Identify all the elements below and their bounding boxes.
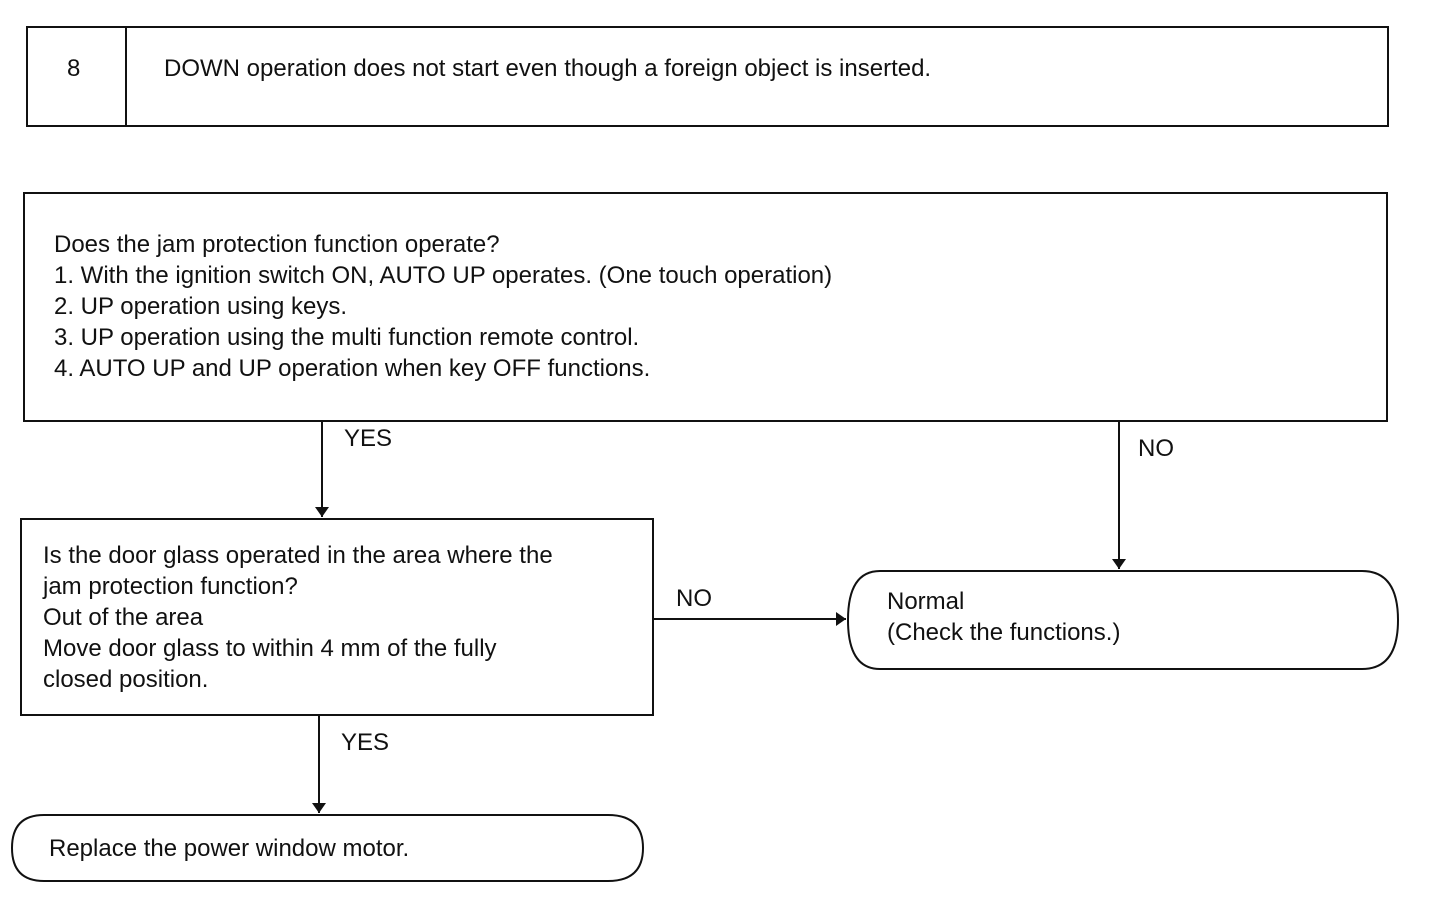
question2-line: Out of the area bbox=[43, 604, 204, 631]
normal-result-line: (Check the functions.) bbox=[887, 619, 1121, 646]
question1-text: Does the jam protection function operate… bbox=[54, 229, 832, 384]
q1-no-label: NO bbox=[1138, 435, 1174, 462]
question1-line: 4. AUTO UP and UP operation when key OFF… bbox=[54, 355, 651, 382]
question1-line: Does the jam protection function operate… bbox=[54, 231, 500, 258]
question2-line: Move door glass to within 4 mm of the fu… bbox=[43, 635, 497, 662]
normal-terminator bbox=[846, 570, 1400, 670]
q2-no-label: NO bbox=[676, 585, 712, 612]
step-number: 8 bbox=[67, 55, 81, 82]
question1-line: 1. With the ignition switch ON, AUTO UP … bbox=[54, 262, 833, 289]
header-box bbox=[26, 26, 1389, 127]
normal-result-text: Normal (Check the functions.) bbox=[887, 586, 1120, 648]
question2-line: closed position. bbox=[43, 666, 209, 693]
question1-line: 3. UP operation using the multi function… bbox=[54, 324, 640, 351]
step-title: DOWN operation does not start even thoug… bbox=[164, 55, 932, 82]
question2-box bbox=[20, 518, 654, 716]
replace-result-text: Replace the power window motor. bbox=[49, 835, 410, 862]
question1-box bbox=[23, 192, 1388, 422]
normal-result-line: Normal bbox=[887, 588, 965, 615]
q1-yes-label: YES bbox=[344, 425, 393, 452]
question2-text: Is the door glass operated in the area w… bbox=[43, 540, 553, 695]
question1-line: 2. UP operation using keys. bbox=[54, 293, 348, 320]
replace-terminator bbox=[10, 814, 645, 882]
question2-line: Is the door glass operated in the area w… bbox=[43, 542, 553, 569]
question2-line: jam protection function? bbox=[43, 573, 298, 600]
q2-yes-label: YES bbox=[341, 729, 390, 756]
